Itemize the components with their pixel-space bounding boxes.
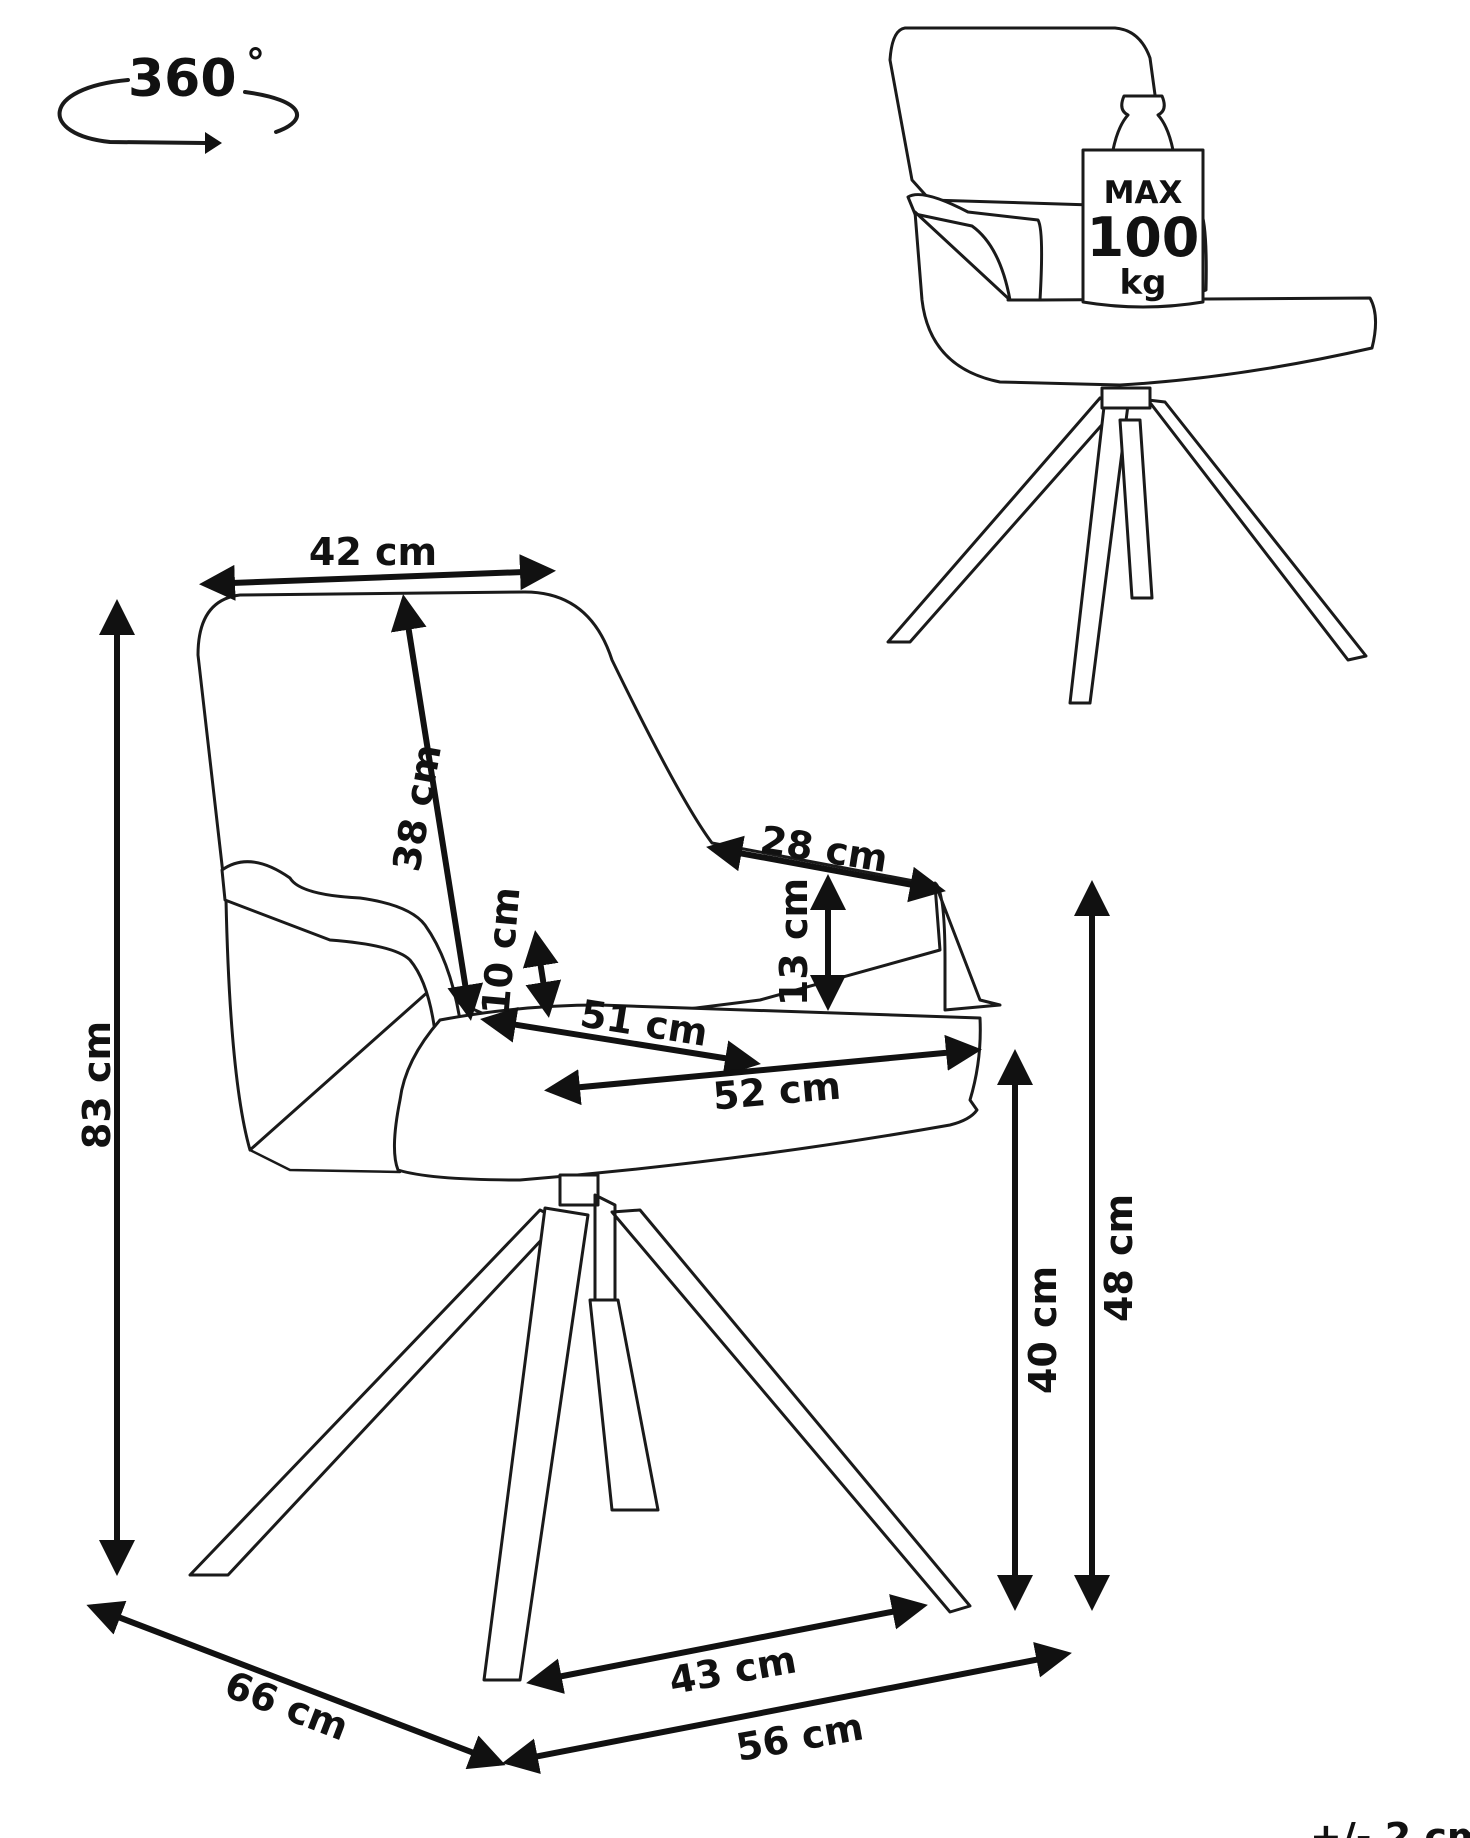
rotation-value: 360 <box>128 49 237 109</box>
arrow-arm-over-seat <box>522 930 562 1018</box>
arrow-seat-width <box>544 1034 982 1106</box>
load-max-label: MAX <box>1104 175 1183 211</box>
arrow-armrest-depth <box>706 835 946 903</box>
rotation-360-icon: 360 ° <box>57 41 299 154</box>
label-depth: 66 cm <box>219 1662 354 1749</box>
load-unit: kg <box>1120 263 1167 303</box>
label-leg-spread: 43 cm <box>666 1637 800 1703</box>
arrow-width <box>502 1642 1072 1774</box>
label-total-height: 83 cm <box>75 1021 119 1149</box>
label-seat-height: 40 cm <box>1021 1266 1065 1394</box>
load-value: 100 <box>1087 206 1200 269</box>
label-armrest-height: 13 cm <box>772 878 816 1006</box>
arrow-back-width <box>199 554 556 601</box>
load-chair-illustration: MAX 100 kg <box>886 26 1377 705</box>
rotation-unit: ° <box>246 41 265 85</box>
main-chair-illustration <box>188 590 1002 1682</box>
dimension-arrows <box>86 554 1110 1774</box>
tolerance-note: +/- 2 cm <box>1310 1815 1470 1838</box>
label-back-width: 42 cm <box>309 530 437 574</box>
arrow-depth <box>86 1600 506 1770</box>
label-arm-height: 48 cm <box>1097 1194 1141 1322</box>
arrow-back-height <box>390 594 484 1021</box>
